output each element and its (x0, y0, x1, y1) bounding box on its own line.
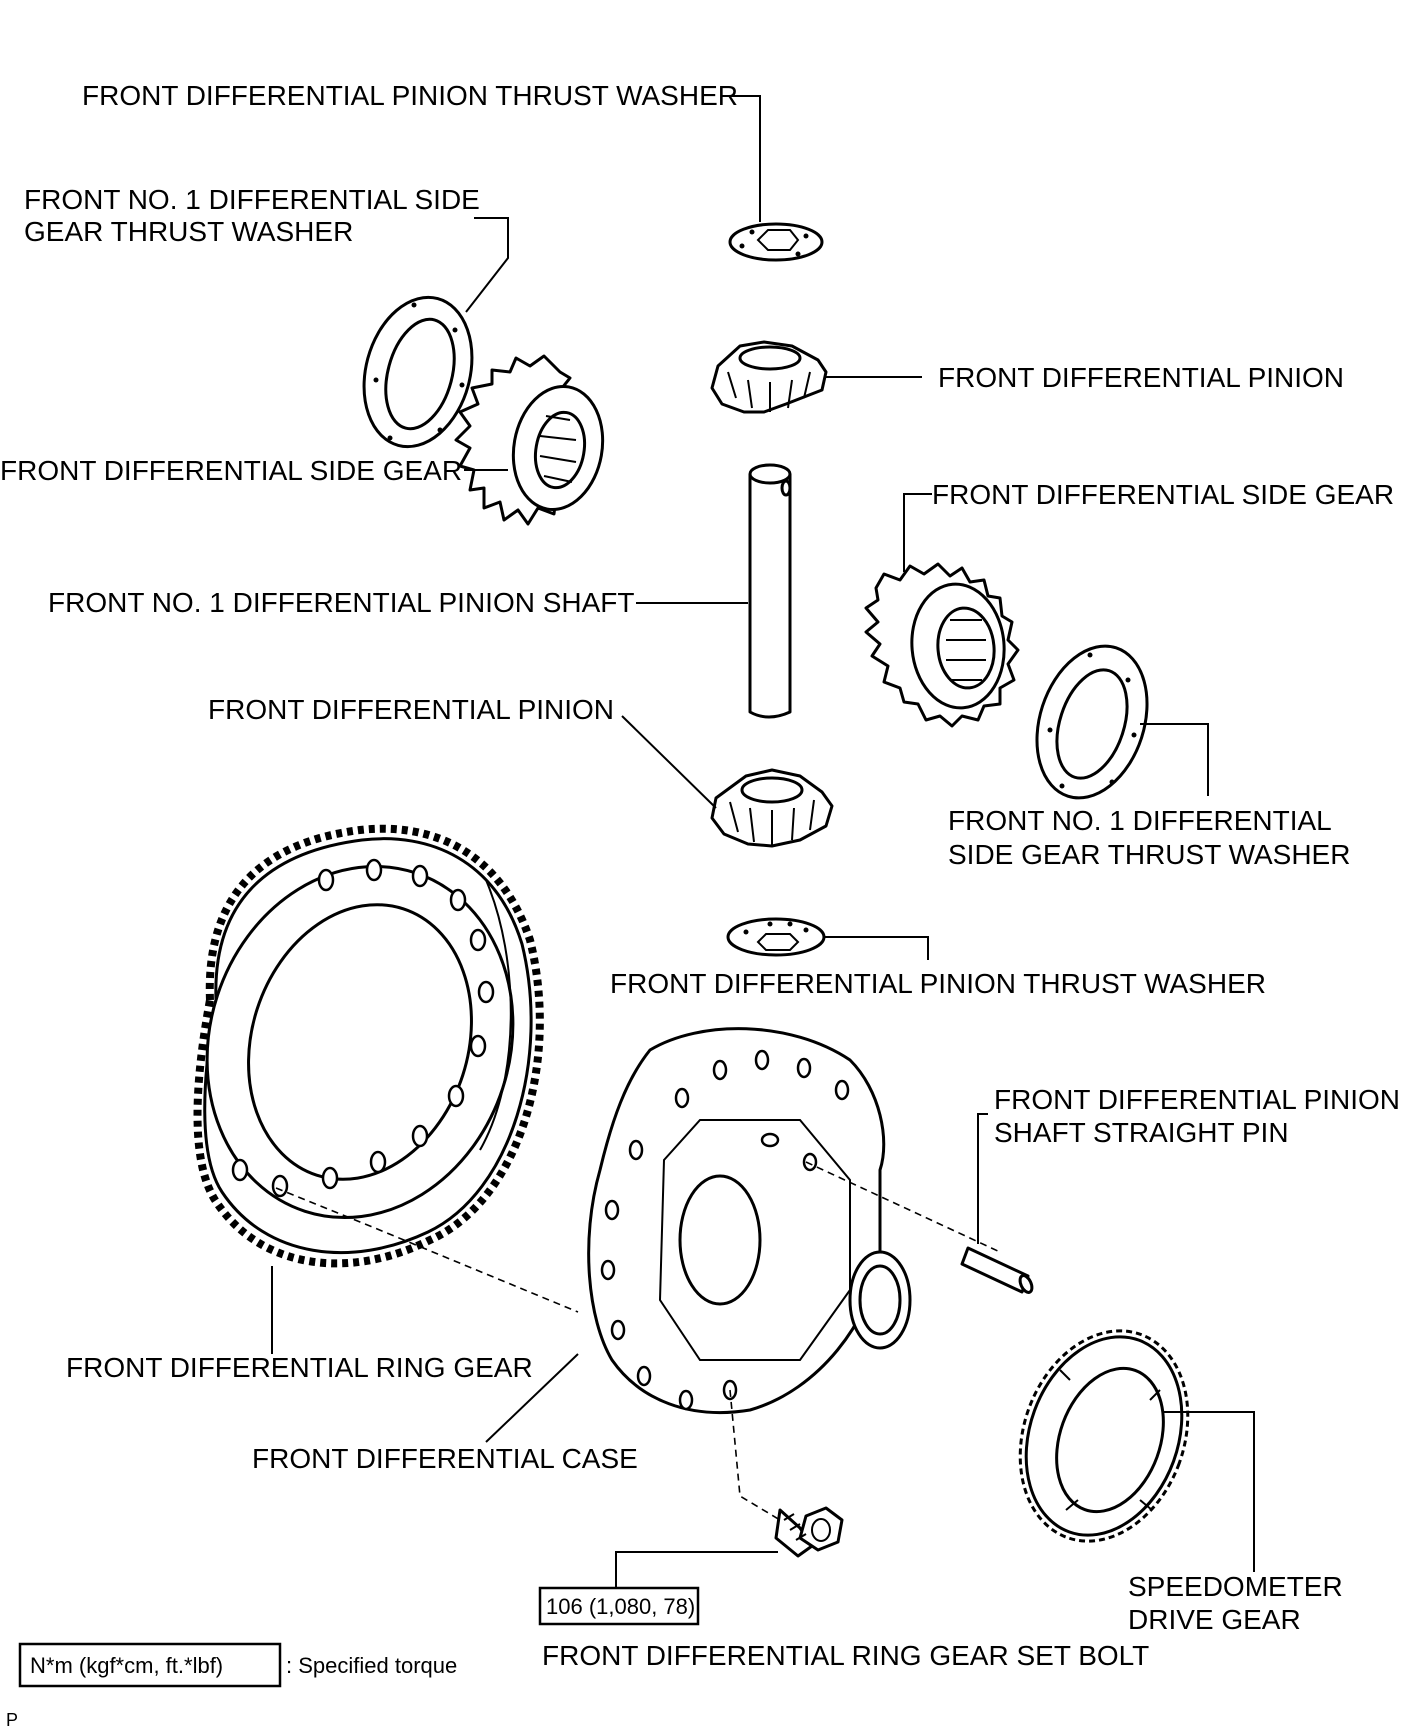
side-gear-thrust-washer-right-part (1035, 644, 1149, 800)
pinion-lower-part (710, 768, 834, 848)
label-side-gear-left: FRONT DIFFERENTIAL SIDE GEAR (0, 455, 462, 486)
label-pinion-thrust-washer-top: FRONT DIFFERENTIAL PINION THRUST WASHER (82, 80, 738, 111)
label-side-gear-thrust-washer-left-line1: FRONT NO. 1 DIFFERENTIAL SIDE (24, 184, 480, 215)
side-gear-thrust-washer-left-part (362, 295, 474, 449)
legend-description: : Specified torque (286, 1653, 457, 1678)
label-speedometer-line2: DRIVE GEAR (1128, 1604, 1301, 1635)
pinion-thrust-washer-bottom-part (726, 917, 826, 957)
label-side-gear-thrust-washer-right-line1: FRONT NO. 1 DIFFERENTIAL (948, 805, 1332, 836)
callout-labels: FRONT DIFFERENTIAL PINION THRUST WASHER … (0, 80, 1400, 1671)
torque-callout: 106 (1,080, 78) (538, 1586, 700, 1626)
label-pinion-upper: FRONT DIFFERENTIAL PINION (938, 362, 1344, 393)
pinion-thrust-washer-top-part (728, 222, 824, 262)
straight-pin-part (960, 1246, 1034, 1294)
legend-unit-box: N*m (kgf*cm, ft.*lbf) (30, 1653, 223, 1678)
label-pinion-thrust-washer-bottom: FRONT DIFFERENTIAL PINION THRUST WASHER (610, 968, 1266, 999)
speedometer-drive-gear-part (1018, 1329, 1190, 1543)
corner-mark: P (6, 1710, 18, 1730)
pinion-upper-part (710, 340, 828, 414)
label-side-gear-thrust-washer-left-line2: GEAR THRUST WASHER (24, 216, 353, 247)
label-pinion-shaft: FRONT NO. 1 DIFFERENTIAL PINION SHAFT (48, 587, 635, 618)
side-gear-left-part (454, 354, 605, 526)
label-speedometer-line1: SPEEDOMETER (1128, 1571, 1343, 1602)
pinion-shaft-part (748, 463, 792, 719)
label-ring-gear-set-bolt: FRONT DIFFERENTIAL RING GEAR SET BOLT (542, 1640, 1149, 1671)
legend: N*m (kgf*cm, ft.*lbf) : Specified torque (18, 1642, 457, 1688)
label-straight-pin-line1: FRONT DIFFERENTIAL PINION (994, 1084, 1400, 1115)
torque-value: 106 (1,080, 78) (546, 1594, 695, 1619)
label-ring-gear: FRONT DIFFERENTIAL RING GEAR (66, 1352, 533, 1383)
label-side-gear-thrust-washer-right-line2: SIDE GEAR THRUST WASHER (948, 839, 1350, 870)
ring-gear-part (193, 824, 544, 1268)
label-pinion-lower: FRONT DIFFERENTIAL PINION (208, 694, 614, 725)
label-differential-case: FRONT DIFFERENTIAL CASE (252, 1443, 638, 1474)
ring-gear-set-bolt-part (774, 1506, 844, 1558)
leader-lines (271, 95, 1255, 1588)
alignment-lines (275, 1161, 1001, 1521)
label-straight-pin-line2: SHAFT STRAIGHT PIN (994, 1117, 1289, 1148)
label-side-gear-right: FRONT DIFFERENTIAL SIDE GEAR (932, 479, 1394, 510)
differential-case-part (587, 1027, 912, 1415)
side-gear-right-part (864, 562, 1020, 728)
